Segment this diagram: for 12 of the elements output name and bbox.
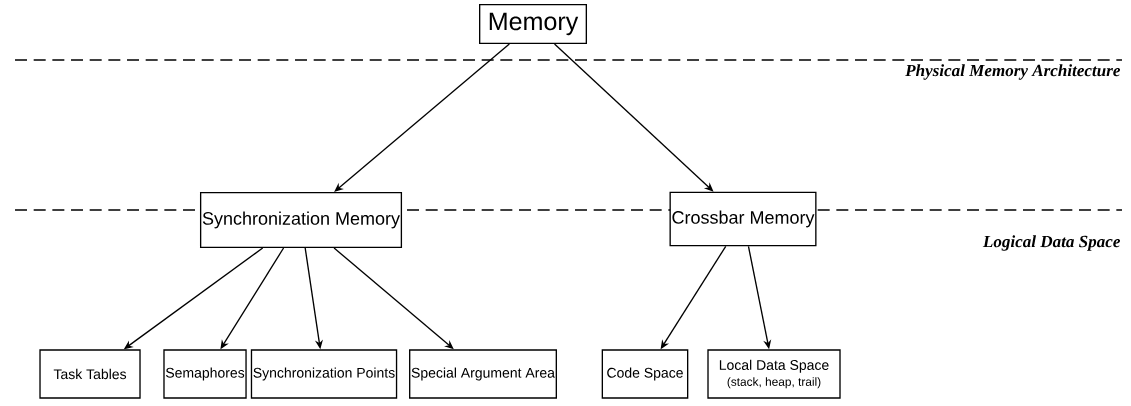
section-label: Logical Data Space bbox=[981, 233, 1122, 253]
box: Memory bbox=[479, 4, 587, 44]
box: Task Tables bbox=[39, 349, 141, 399]
box: Special Argument Area bbox=[409, 349, 557, 399]
box: Semaphores bbox=[163, 349, 247, 399]
box: Local Data Space (stack, heap, trail) bbox=[707, 349, 841, 399]
box: Crossbar Memory bbox=[669, 191, 817, 247]
box: Synchronization Points bbox=[250, 349, 398, 399]
arrow bbox=[334, 43, 510, 192]
box: Code Space bbox=[601, 349, 689, 399]
section-label: Physical Memory Architecture bbox=[903, 62, 1122, 82]
box: Synchronization Memory bbox=[199, 192, 403, 248]
